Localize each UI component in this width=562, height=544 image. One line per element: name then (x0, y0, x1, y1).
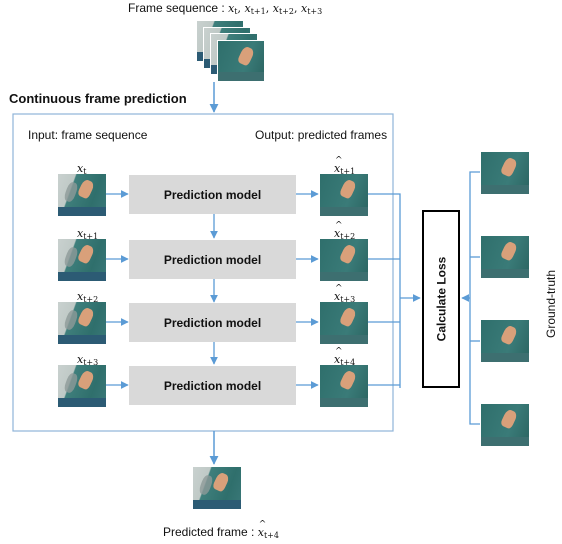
calculate-loss-label: Calculate Loss (434, 256, 449, 342)
input-var-label: xt+2 (77, 290, 99, 304)
output-frame (320, 365, 368, 407)
output-label: Output: predicted frames (255, 128, 388, 142)
output-frame (320, 174, 368, 216)
predicted-frame (193, 467, 241, 509)
input-var-label: xt+1 (77, 227, 99, 241)
ground-truth-label: Ground-truth (544, 269, 558, 338)
output-var-label: xt+1 (334, 157, 355, 176)
output-frame (320, 239, 368, 281)
input-var-label: xt (77, 162, 87, 176)
calculate-loss-box: Calculate Loss (422, 210, 460, 388)
prediction-model-box: Prediction model (129, 175, 296, 214)
input-frame (58, 239, 106, 281)
section-title: Continuous frame prediction (9, 91, 187, 106)
prediction-model-box: Prediction model (129, 303, 296, 342)
prediction-model-box: Prediction model (129, 366, 296, 405)
predicted-frame-text: Predicted frame : (163, 525, 258, 539)
prediction-model-box: Prediction model (129, 240, 296, 279)
input-frame (58, 302, 106, 344)
input-label: Input: frame sequence (28, 128, 148, 142)
top-sequence-label: Frame sequence : xt, xt+1, xt+2, xt+3 (128, 1, 323, 16)
input-frame (58, 365, 106, 407)
ground-truth-frame (481, 404, 529, 446)
input-var-label: xt+3 (77, 353, 99, 367)
output-frame (320, 302, 368, 344)
ground-truth-frame (481, 236, 529, 278)
top-sequence-text: Frame sequence : (128, 1, 229, 15)
ground-truth-frame (481, 152, 529, 194)
output-var-label: xt+2 (334, 222, 355, 241)
input-frame (58, 174, 106, 216)
output-var-label: xt+3 (334, 285, 355, 304)
output-var-label: xt+4 (334, 348, 355, 367)
ground-truth-frame (481, 320, 529, 362)
prediction-frame (12, 113, 394, 432)
predicted-frame-label: Predicted frame : xt+4 (163, 521, 279, 540)
